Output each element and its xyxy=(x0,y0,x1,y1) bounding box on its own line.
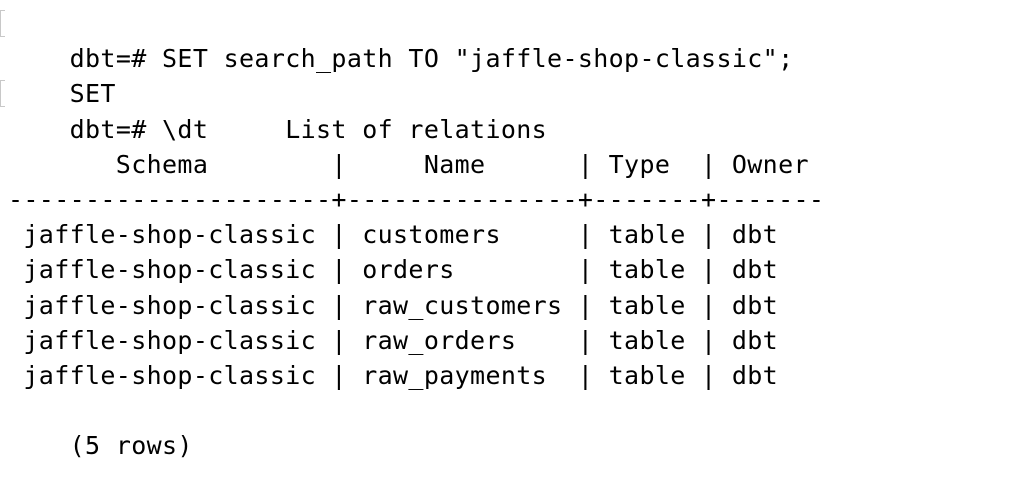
row-count-text: (5 rows) xyxy=(69,431,193,461)
table-separator: ---------------------+---------------+--… xyxy=(0,182,1024,217)
set-result-line: SET xyxy=(0,41,1024,108)
table-header-text: Schema | Name | Type | Owner xyxy=(8,149,809,179)
table-separator-text: ---------------------+---------------+--… xyxy=(8,184,825,214)
table-row: jaffle-shop-classic | orders | table | d… xyxy=(8,255,779,285)
table-row: jaffle-shop-classic | raw_payments | tab… xyxy=(8,360,779,390)
table-row: jaffle-shop-classic | raw_customers | ta… xyxy=(8,290,779,320)
table-title-text: List of relations xyxy=(8,114,548,144)
command-text: dbt=# \dt xyxy=(69,114,209,144)
table-header: Schema | Name | Type | Owner xyxy=(0,147,1024,182)
terminal-window[interactable]: dbt=# SET search_path TO "jaffle-shop-cl… xyxy=(0,0,1024,460)
command-text: dbt=# SET search_path TO "jaffle-shop-cl… xyxy=(69,44,794,74)
command-line-set-search-path: dbt=# SET search_path TO "jaffle-shop-cl… xyxy=(0,6,1024,73)
set-result-text: SET xyxy=(69,79,116,109)
command-line-dt: dbt=# \dt xyxy=(0,76,1024,144)
table-row: jaffle-shop-classic | raw_orders | table… xyxy=(8,325,779,355)
table-body: jaffle-shop-classic | customers | table … xyxy=(0,217,1024,393)
prompt-mark-icon xyxy=(0,76,6,111)
table-title: List of relations xyxy=(0,112,1024,147)
row-count-line: (5 rows) xyxy=(0,393,1024,460)
prompt-mark-icon xyxy=(0,6,6,41)
table-row: jaffle-shop-classic | customers | table … xyxy=(8,220,779,250)
